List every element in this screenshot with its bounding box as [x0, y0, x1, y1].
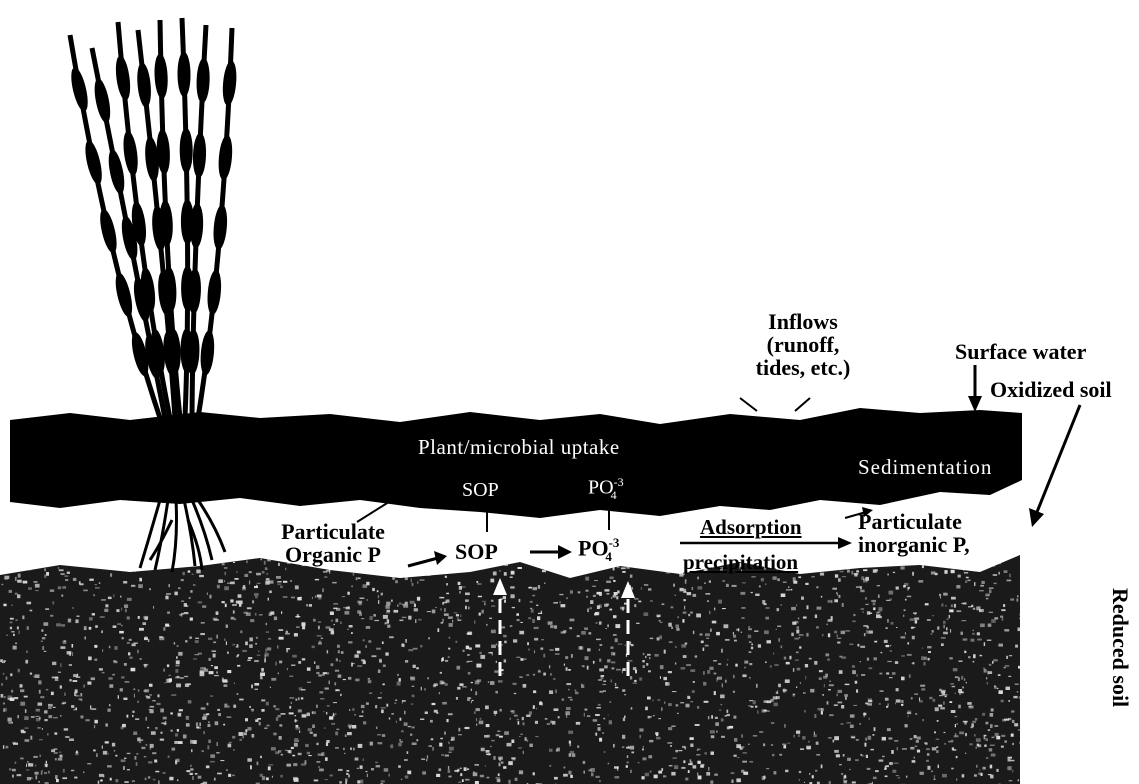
po4-mid-sup: -3 [609, 535, 620, 550]
po4-mid-base: PO [578, 535, 609, 560]
reduced-soil-layer [0, 555, 1020, 784]
plant-blade [206, 270, 222, 315]
plant-blade [122, 131, 140, 176]
particulate-organic-line-2: Organic P [268, 543, 398, 566]
precipitation-label: precipitation [683, 551, 798, 573]
organic-to-sop-arrow [408, 551, 447, 566]
plant-blade [69, 67, 91, 113]
inflow-leader-1 [740, 398, 757, 411]
marsh-plant [69, 18, 238, 418]
particulate-inorganic-line-1: Particulate [858, 510, 970, 533]
po4-mid-label: PO-34 [578, 536, 612, 563]
plant-blade [113, 272, 135, 318]
inflows-line-3: tides, etc.) [748, 356, 858, 379]
plant-uptake-label: Plant/microbial uptake [418, 436, 620, 458]
particulate-organic-label: Particulate Organic P [268, 520, 398, 566]
plant-blade [83, 140, 105, 186]
plant-blade [114, 55, 132, 100]
plant-blade [98, 208, 120, 254]
plant-blade [92, 78, 112, 123]
sop-mid-label: SOP [455, 540, 498, 563]
plant-blade [180, 128, 192, 172]
inflows-line-1: Inflows [748, 310, 858, 333]
inflows-label: Inflows (runoff, tides, etc.) [748, 310, 858, 379]
sop-top-label: SOP [462, 480, 499, 501]
plant-blade [178, 52, 190, 96]
po4-mid-sub: 4 [605, 549, 612, 564]
plant-blade [222, 61, 238, 106]
surface-water-label: Surface water [955, 340, 1086, 363]
plant-blade [196, 58, 210, 102]
adsorption-label: Adsorption [700, 516, 802, 538]
po4-top-sub: 4 [611, 488, 617, 502]
plant-blade [200, 330, 216, 375]
particulate-inorganic-line-2: inorganic P, [858, 533, 970, 556]
particulate-organic-line-1: Particulate [268, 520, 398, 543]
plant-blade [212, 205, 228, 250]
plant-blade [136, 63, 152, 108]
oxidized-soil-label: Oxidized soil [990, 378, 1112, 401]
plant-blade [193, 133, 207, 177]
po4-top-sup: -3 [614, 475, 624, 489]
root-strand [192, 500, 212, 560]
plant-blade [106, 149, 126, 194]
inflows-line-2: (runoff, [748, 333, 858, 356]
root-strand [172, 500, 177, 572]
reduced-soil-label: Reduced soil [1107, 588, 1133, 707]
sop-to-po4-arrow [530, 545, 572, 559]
inflow-leader-2 [795, 398, 810, 411]
plant-blade [154, 54, 168, 99]
po4-top-base: PO [588, 477, 614, 499]
reduced-soil-arrow [1029, 405, 1080, 527]
surface-water-arrow [968, 365, 982, 412]
particulate-inorganic-label: Particulate inorganic P, [858, 510, 970, 556]
plant-blade [218, 135, 234, 180]
po4-top-label: PO-34 [588, 476, 617, 501]
sedimentation-label: Sedimentation [858, 456, 992, 478]
plant-roots [140, 500, 225, 572]
